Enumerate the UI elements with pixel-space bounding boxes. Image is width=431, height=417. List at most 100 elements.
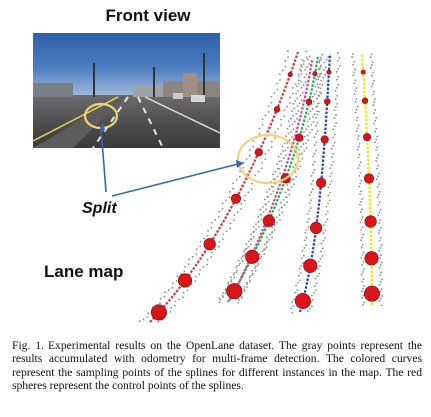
gray-point: [359, 182, 362, 185]
gray-point: [251, 182, 253, 185]
gray-point: [271, 226, 273, 229]
gray-point: [305, 244, 307, 247]
gray-point: [362, 251, 365, 254]
gray-point: [243, 285, 246, 288]
lane-spline-curve: [298, 53, 332, 313]
gray-point: [373, 122, 376, 125]
gray-point: [288, 138, 291, 141]
gray-point: [210, 251, 213, 254]
gray-point: [357, 156, 360, 159]
gray-point: [247, 245, 250, 248]
gray-point: [304, 142, 307, 145]
gray-point: [312, 180, 314, 182]
gray-point: [300, 86, 303, 89]
gray-point: [313, 113, 316, 116]
gray-point: [355, 108, 358, 111]
gray-point: [233, 272, 236, 274]
gray-point: [281, 69, 284, 72]
gray-point: [361, 297, 364, 300]
gray-point: [278, 160, 281, 163]
gray-point: [376, 135, 379, 138]
gray-point: [300, 99, 303, 102]
gray-point: [333, 125, 336, 128]
gray-point: [270, 96, 273, 98]
gray-point: [356, 138, 359, 140]
gray-point: [292, 102, 295, 105]
gray-point: [373, 112, 376, 114]
gray-point: [330, 156, 333, 158]
gray-point: [316, 97, 319, 100]
gray-point: [338, 65, 341, 67]
gray-point: [320, 64, 322, 67]
gray-point: [355, 119, 358, 122]
gray-point: [252, 226, 255, 228]
gray-point: [243, 199, 246, 202]
gray-point: [260, 167, 263, 170]
gray-point: [257, 170, 260, 173]
gray-point: [316, 130, 319, 132]
gray-point: [362, 278, 365, 281]
gray-point: [224, 288, 227, 290]
gray-point: [243, 290, 246, 292]
gray-point: [306, 134, 309, 137]
gray-point: [315, 133, 317, 135]
gray-point: [240, 208, 242, 210]
gray-point: [321, 53, 324, 56]
gray-point: [378, 201, 381, 204]
gray-point: [333, 133, 336, 136]
gray-point: [380, 226, 382, 229]
gray-point: [370, 74, 373, 77]
gray-point: [252, 145, 254, 148]
gray-point: [305, 50, 308, 53]
gray-point: [246, 283, 248, 286]
arrowhead-map: [236, 160, 244, 168]
gray-point: [232, 182, 235, 185]
gray-point: [356, 105, 359, 108]
gray-point: [188, 258, 190, 261]
gray-point: [255, 223, 257, 226]
gray-point: [374, 98, 376, 101]
gray-point: [265, 208, 268, 211]
gray-point: [306, 213, 309, 215]
gray-point: [374, 109, 377, 111]
gray-point: [370, 53, 373, 56]
gray-point: [363, 301, 366, 304]
gray-point: [317, 267, 319, 270]
gray-point: [338, 57, 341, 59]
gray-point: [378, 266, 381, 269]
gray-point: [261, 161, 263, 164]
gray-point: [308, 194, 311, 197]
gray-point: [380, 304, 383, 307]
gray-point: [284, 191, 287, 194]
gray-point: [260, 255, 263, 258]
gray-point: [306, 65, 309, 68]
gray-point: [280, 124, 283, 127]
gray-point: [299, 68, 302, 71]
gray-point: [312, 100, 315, 103]
gray-point: [254, 265, 257, 268]
gray-point: [259, 257, 261, 260]
gray-point: [361, 254, 364, 256]
gray-point: [206, 258, 209, 261]
gray-point: [336, 86, 338, 89]
gray-point: [247, 240, 250, 243]
gray-point: [211, 222, 213, 224]
gray-point: [310, 191, 313, 193]
gray-point: [303, 149, 306, 152]
gray-point: [327, 194, 330, 197]
gray-point: [316, 121, 319, 124]
gray-point: [361, 271, 364, 273]
gray-point: [373, 79, 375, 82]
gray-point: [295, 284, 297, 287]
gray-point: [303, 135, 306, 138]
gray-point: [288, 125, 291, 127]
gray-point: [182, 296, 184, 298]
gray-point: [361, 236, 363, 239]
gray-point: [313, 168, 316, 171]
gray-point: [290, 307, 293, 310]
gray-point: [302, 63, 305, 66]
gray-point: [356, 127, 359, 130]
gray-point: [379, 257, 381, 259]
gray-point: [375, 116, 378, 119]
gray-point: [163, 295, 166, 298]
